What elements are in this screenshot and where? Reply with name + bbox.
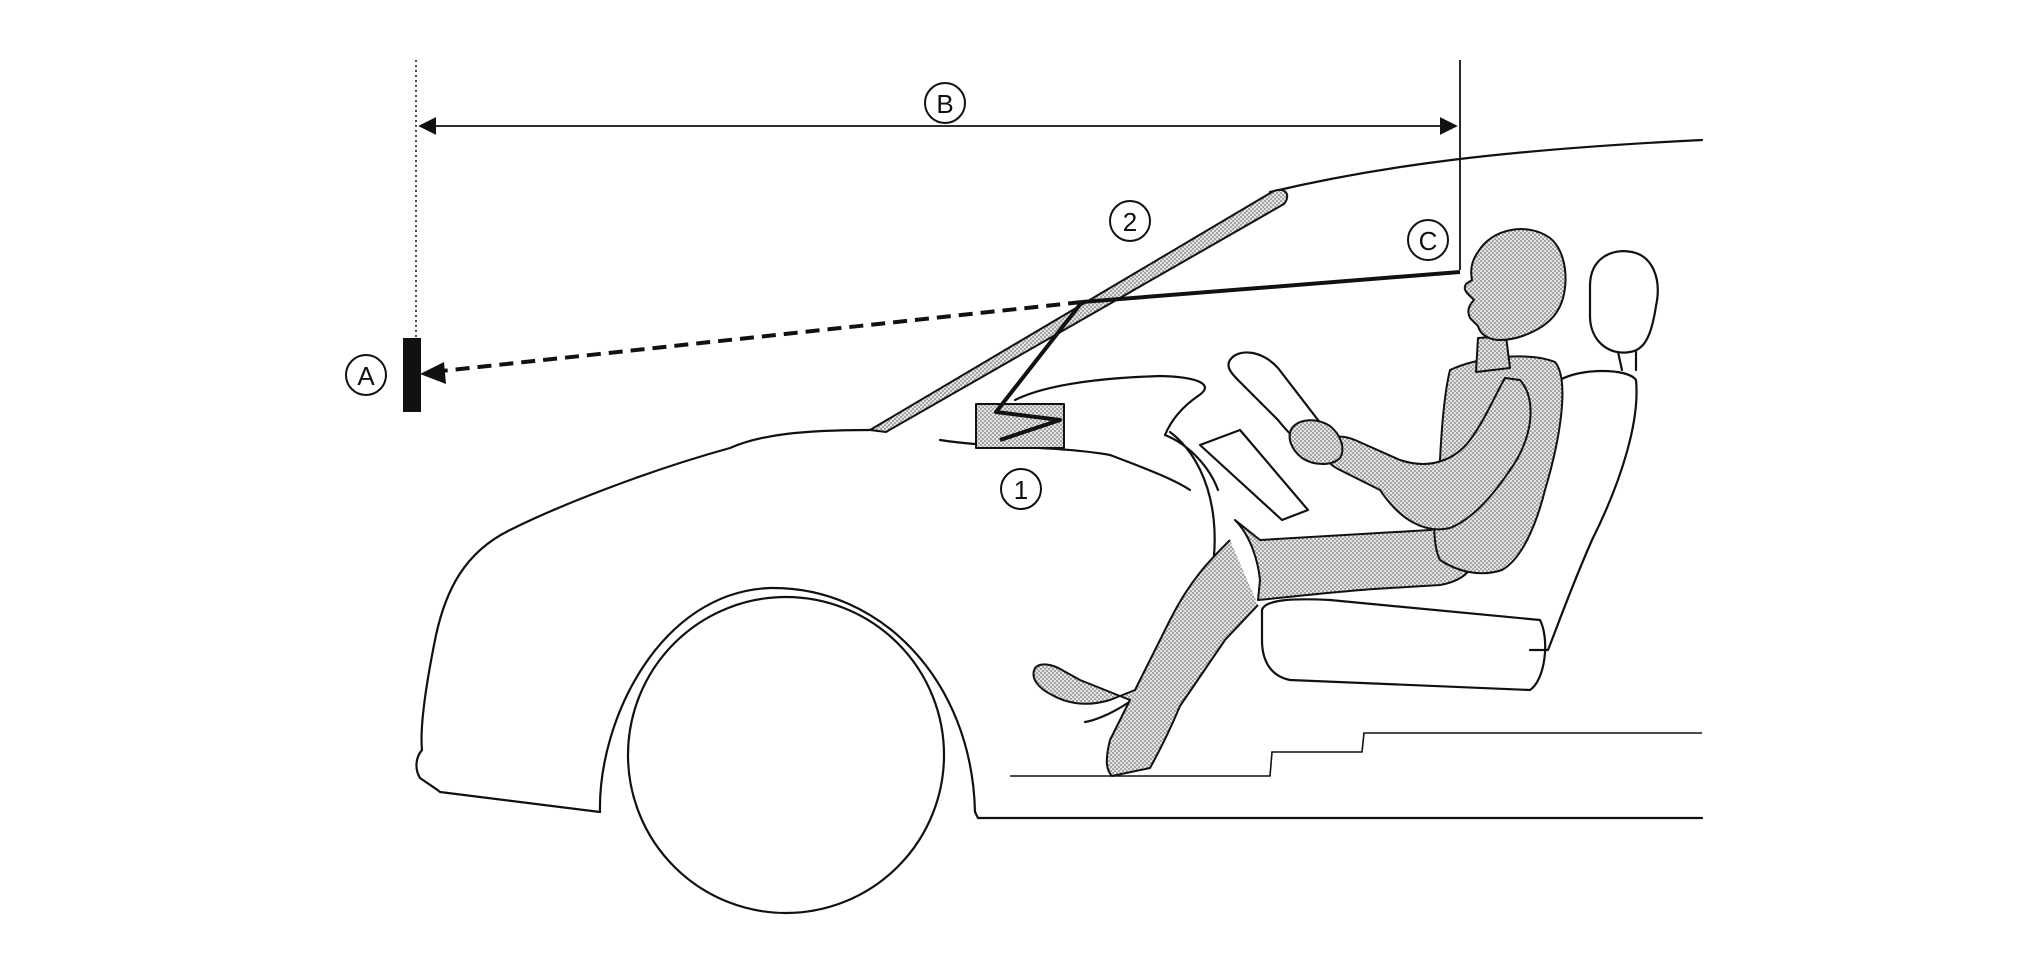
label-a-text: A (357, 361, 375, 391)
front-wheel (626, 595, 946, 915)
rocker-panel (973, 810, 1704, 820)
dashboard-lower (1163, 433, 1220, 492)
driver-mannequin (1032, 228, 1567, 777)
eye-sight-line (1081, 270, 1461, 304)
projector-reflection-path (994, 300, 1084, 442)
projector-unit (975, 403, 1065, 449)
floor-line (1010, 732, 1702, 777)
driver-hand (1288, 419, 1344, 465)
roof-line (1268, 138, 1704, 194)
label-b-text: B (936, 89, 953, 119)
seat-cushion (1260, 598, 1547, 692)
windshield (869, 188, 1289, 433)
label-1: 1 (1000, 468, 1042, 510)
display-light-path (420, 270, 1461, 442)
car-body (415, 138, 1704, 915)
label-2: 2 (1109, 200, 1151, 242)
driver-seat (1260, 250, 1659, 692)
label-1-text: 1 (1014, 475, 1028, 505)
label-c-text: C (1419, 226, 1438, 256)
fender-wheel-arch (598, 586, 977, 814)
driver-head (1463, 228, 1567, 341)
driver-legs (1032, 519, 1478, 777)
virtual-image-target (403, 338, 421, 412)
label-b: B (924, 82, 966, 124)
label-2-text: 2 (1123, 207, 1137, 237)
headrest (1588, 250, 1659, 354)
headrest-post (1616, 350, 1638, 372)
label-a: A (345, 354, 387, 396)
seat-back (1528, 369, 1638, 652)
driver-neck (1475, 335, 1511, 373)
label-c: C (1407, 219, 1449, 261)
car-hood-and-front (415, 428, 872, 814)
projection-arrowhead (420, 362, 446, 384)
steering-column (1198, 428, 1310, 522)
dimension-b (415, 60, 1461, 340)
dashboard-outline (1013, 374, 1206, 437)
dashboard (1013, 374, 1220, 492)
